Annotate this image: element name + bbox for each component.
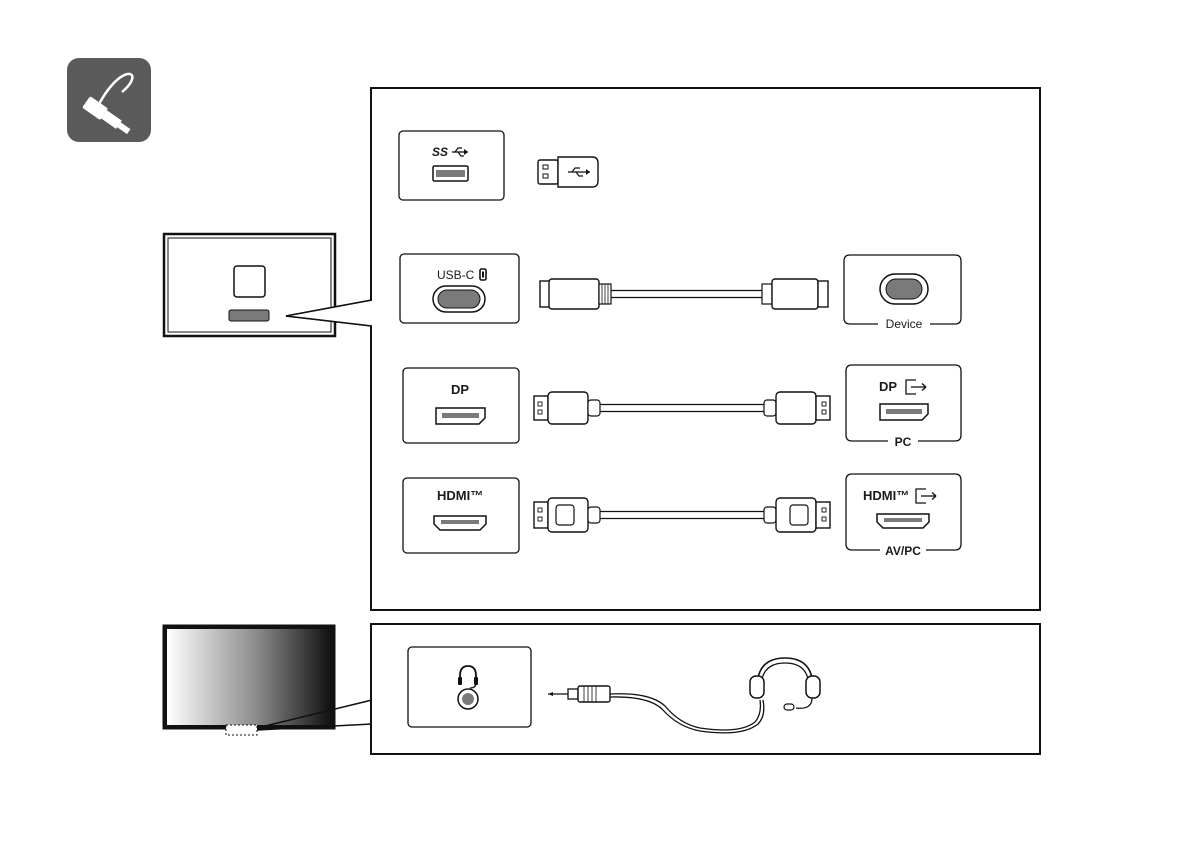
usb-flash-drive-icon: [538, 157, 598, 187]
headphone-port: [408, 647, 531, 727]
svg-text:HDMI™: HDMI™: [863, 488, 909, 503]
monitor-back-panel: [164, 234, 335, 336]
svg-text:Device: Device: [886, 317, 923, 331]
svg-text:AV/PC: AV/PC: [885, 544, 921, 558]
usb-c-port-icon: [480, 269, 486, 280]
dp-pc: PC DP: [846, 365, 961, 449]
svg-text:PC: PC: [895, 435, 912, 449]
usb-c-device: Device: [844, 255, 961, 331]
svg-text:SS: SS: [432, 145, 448, 159]
headset-icon: [548, 658, 820, 733]
usb-a-port: SS: [399, 131, 504, 200]
svg-text:HDMI™: HDMI™: [437, 488, 483, 503]
usb-c-cable: [540, 279, 828, 309]
dp-port: DP: [403, 368, 519, 443]
hdmi-av-pc: AV/PC HDMI™: [846, 474, 961, 558]
dp-cable: [534, 392, 830, 424]
hdmi-cable: [534, 498, 830, 532]
svg-text:USB-C: USB-C: [437, 268, 475, 282]
output-arrow-icon: [906, 380, 926, 394]
monitor-front: [163, 625, 335, 735]
cable-connection-icon: [67, 58, 151, 142]
svg-text:DP: DP: [451, 382, 469, 397]
svg-text:DP: DP: [879, 379, 897, 394]
output-arrow-icon: [916, 489, 936, 503]
hdmi-port: HDMI™: [403, 478, 519, 553]
usb-c-port: USB-C: [400, 254, 519, 323]
